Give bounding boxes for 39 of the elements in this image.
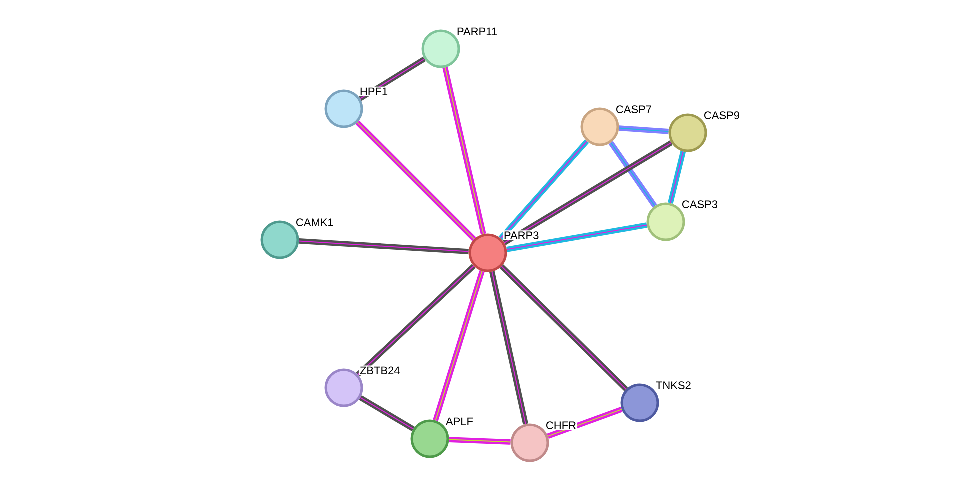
interaction-line (356, 264, 476, 377)
protein-node: CHFR (510, 420, 578, 462)
node-label: CASP9 (704, 112, 740, 120)
interaction-line (547, 407, 623, 439)
interaction-line (448, 437, 512, 445)
interaction-line (503, 140, 673, 246)
node-label: PARP11 (458, 28, 497, 36)
interaction-line (490, 271, 528, 425)
interaction-line (618, 126, 670, 134)
node-label: ZBTB24 (360, 366, 400, 374)
interaction-line (298, 238, 470, 254)
node-label: CHFR (546, 422, 576, 430)
node-label: APLF (446, 418, 474, 426)
node-label: CASP3 (682, 200, 718, 208)
node-label: PARP3 (504, 232, 539, 240)
node-label: TNKS2 (656, 382, 691, 390)
interaction-line (668, 151, 686, 204)
interaction-line (498, 140, 590, 240)
protein-node: CASP9 (668, 110, 742, 152)
interaction-line (359, 395, 415, 432)
protein-node: PARP11 (422, 26, 498, 68)
interaction-line (358, 56, 426, 102)
node-label: HPF1 (360, 88, 388, 96)
interaction-line (506, 222, 648, 252)
protein-node: CASP3 (646, 200, 720, 242)
interaction-line (500, 264, 628, 392)
node-label: CASP7 (616, 106, 652, 114)
protein-node: CASP7 (580, 104, 654, 146)
protein-node: APLF (410, 416, 474, 458)
interaction-line (356, 120, 476, 242)
protein-node: CAMK1 (260, 218, 335, 260)
interaction-line (442, 67, 486, 235)
node-label: CAMK1 (296, 218, 334, 226)
protein-node: ZBTB24 (324, 366, 402, 408)
protein-node: TNKS2 (620, 380, 692, 422)
interaction-line (433, 270, 485, 422)
interaction-line (608, 141, 658, 208)
protein-node: HPF1 (324, 86, 390, 128)
protein-node: PARP3 (468, 230, 540, 272)
